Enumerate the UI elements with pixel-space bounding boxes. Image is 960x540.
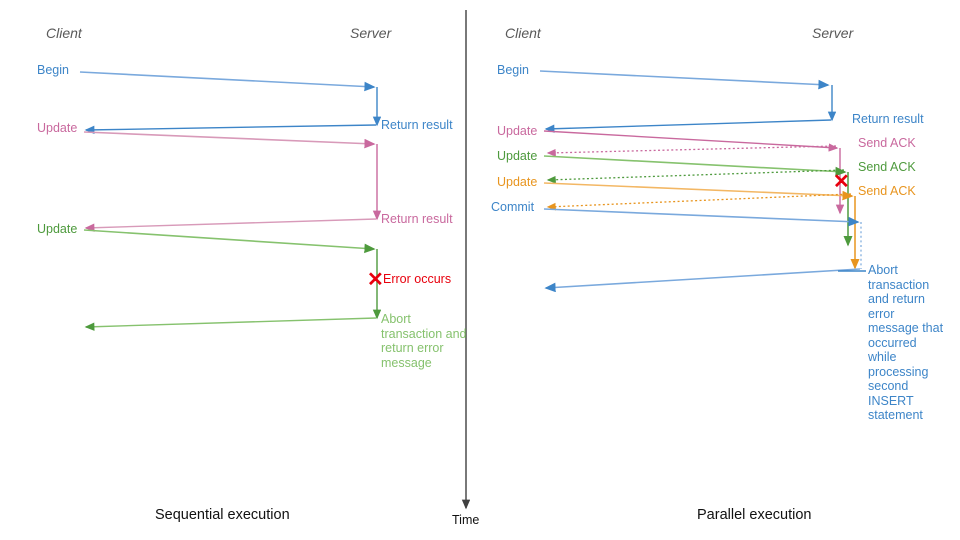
msg-abort-arrow <box>84 317 377 331</box>
p-msg-begin-arrow <box>539 70 830 90</box>
error-x-icon: ✕ <box>367 269 384 291</box>
sequential-label-abort-message: Abort transaction and return error messa… <box>381 312 467 370</box>
p-msg-abort-arrow <box>544 268 861 293</box>
parallel-label-return-result: Return result <box>852 112 924 126</box>
sequential-client-lane-title: Client <box>46 25 82 41</box>
sequential-caption: Sequential execution <box>155 507 290 523</box>
parallel-label-send-ack-1: Send ACK <box>858 136 916 150</box>
msg-update-1-arrow <box>83 131 376 149</box>
sequential-server-lane-title: Server <box>350 25 392 41</box>
p-msg-update-3-arrow <box>543 182 854 201</box>
parallel-label-send-ack-2: Send ACK <box>858 160 916 174</box>
parallel-label-begin: Begin <box>497 63 529 77</box>
p-msg-ack-3-arrow <box>546 193 852 211</box>
msg-return-1-arrow <box>84 124 377 135</box>
sequential-label-return-result-2: Return result <box>381 212 453 226</box>
msg-update-2-arrow <box>83 229 376 254</box>
sequential-label-return-result-1: Return result <box>381 118 453 132</box>
parallel-caption: Parallel execution <box>697 507 812 523</box>
parallel-label-update-2: Update <box>497 149 538 163</box>
parallel-client-lane-title: Client <box>505 25 541 41</box>
sequential-label-error-occurs: Error occurs <box>383 272 452 286</box>
p-msg-commit-arrow <box>543 208 860 227</box>
sequential-label-update-2: Update <box>37 222 78 236</box>
parallel-error-x-icon: ✕ <box>833 171 850 193</box>
parallel-label-update-3: Update <box>497 175 538 189</box>
parallel-label-send-ack-3: Send ACK <box>858 184 916 198</box>
msg-return-2-arrow <box>84 218 377 232</box>
parallel-server-lane-title: Server <box>812 25 854 41</box>
p-msg-update-2-arrow <box>543 155 847 177</box>
p-msg-ack-1-arrow <box>546 145 837 157</box>
p-msg-ack-2-arrow <box>546 169 845 184</box>
time-axis-label: Time <box>452 513 480 527</box>
parallel-label-abort-message: Abort transaction and return error messa… <box>868 263 944 422</box>
p-msg-return-1-arrow <box>544 119 832 133</box>
sequential-label-begin: Begin <box>37 63 69 77</box>
p-msg-update-1-arrow <box>543 130 839 152</box>
msg-begin-arrow <box>79 71 376 92</box>
sequential-label-update-1: Update <box>37 121 78 135</box>
parallel-label-update-1: Update <box>497 124 538 138</box>
parallel-label-commit: Commit <box>491 200 535 214</box>
